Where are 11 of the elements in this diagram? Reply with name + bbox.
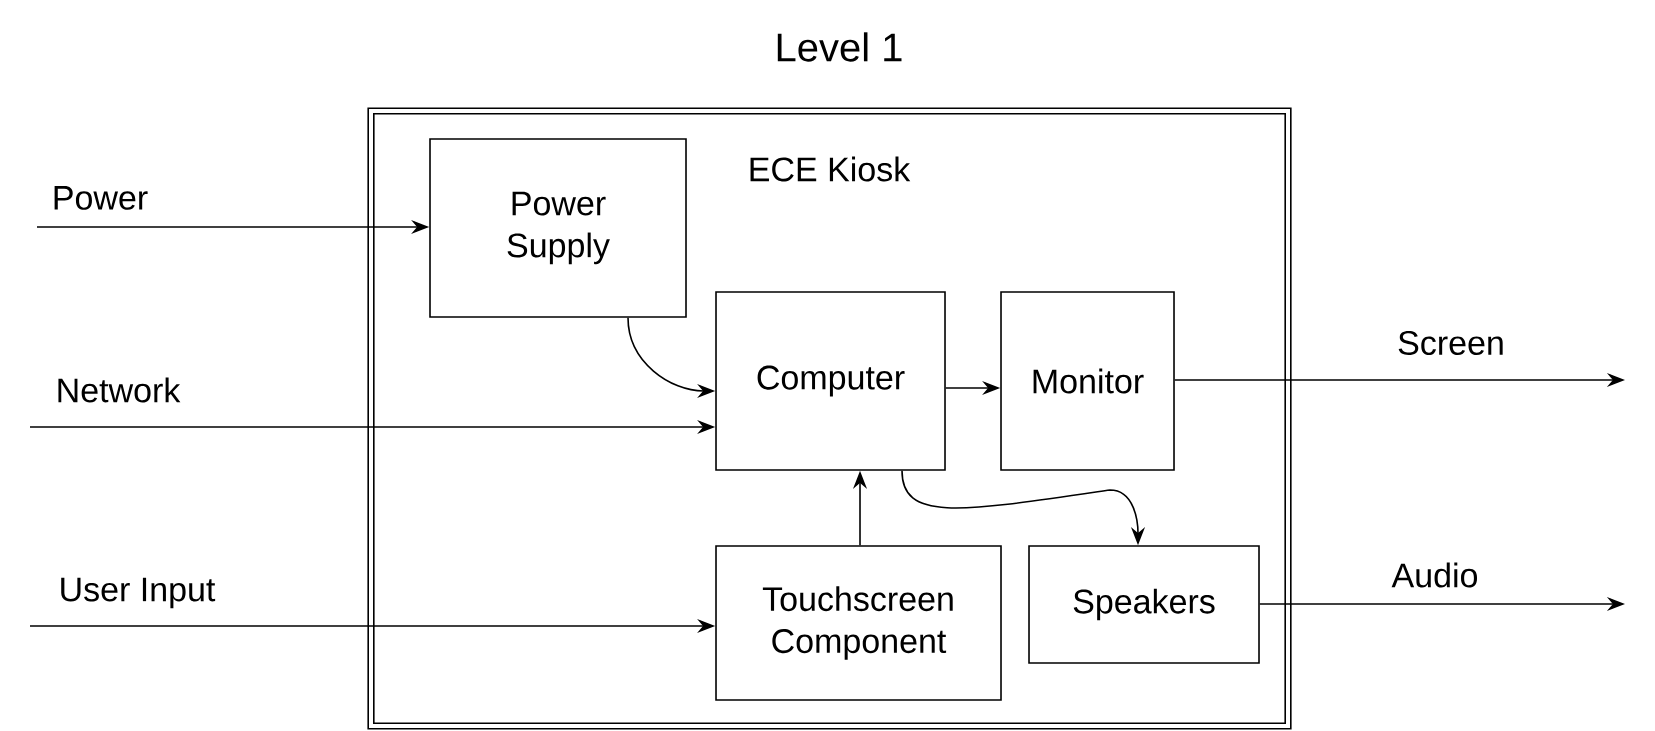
edge-label: Audio — [1391, 562, 1478, 588]
title: Level 1 — [777, 32, 902, 62]
component-box: Touchscreen Component — [715, 545, 1002, 701]
component-box: Computer — [715, 291, 946, 471]
edge-label: User Input — [61, 577, 216, 609]
component-box: Power Supply — [429, 138, 687, 318]
component-box: Speakers — [1028, 545, 1260, 664]
edge-label: Power — [54, 186, 148, 210]
component-box: Monitor — [1000, 291, 1175, 471]
edge-label: Screen — [1398, 330, 1503, 356]
edge-label: Network — [58, 377, 181, 403]
